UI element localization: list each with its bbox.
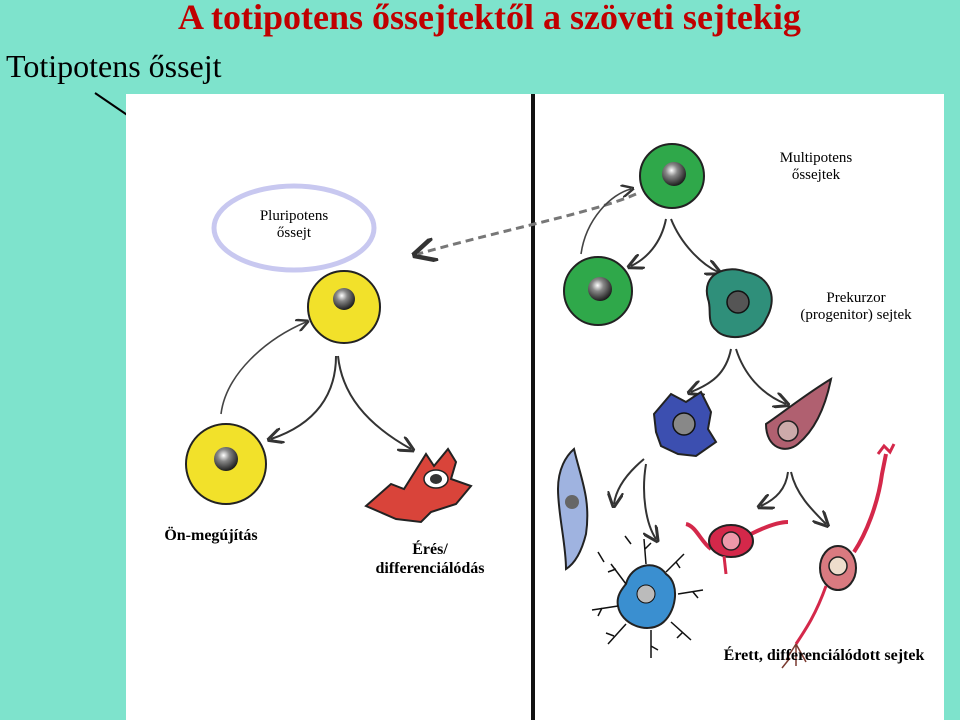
maturation-label-line2: differenciálódás — [375, 560, 485, 577]
self-renewal-label: Ön-megújítás — [164, 527, 258, 544]
multipotent-cell-top — [639, 143, 705, 209]
pluripotent-cell — [307, 270, 381, 344]
astrocyte-cell — [591, 535, 704, 658]
blue-progenitor-cell — [652, 390, 718, 458]
precursor-cell — [705, 268, 773, 338]
totipotent-label: Totipotens őssejt — [6, 48, 222, 84]
multipotent-split-right — [670, 218, 718, 272]
mature-cells-label: Érett, differenciálódott sejtek — [723, 647, 925, 664]
mauve-progenitor-cell — [764, 376, 833, 450]
precursor-label-line2: (progenitor) sejtek — [800, 307, 912, 323]
dashed-return-arrow — [418, 192, 637, 254]
precursor-split-right — [735, 348, 786, 404]
precursor-label-line1: Prekurzor — [826, 290, 886, 306]
slide-title: A totipotens őssejtektől a szöveti sejte… — [178, 0, 801, 37]
self-renewal-cell — [185, 423, 267, 505]
multipotent-label-line2: őssejtek — [791, 167, 841, 183]
pluripotent-highlight — [211, 183, 377, 273]
bipolar-neuron-cell — [685, 520, 789, 575]
blue-split-right — [644, 463, 656, 539]
maturation-label: Érés/ differenciálódás — [360, 540, 500, 578]
pluripotent-label: Pluripotens őssejt — [234, 208, 354, 242]
mauve-split-left — [761, 471, 789, 506]
pluripotent-split-left — [271, 355, 337, 439]
maturation-label-line1: Érés/ — [412, 541, 448, 558]
pluripotent-label-line1: Pluripotens — [259, 208, 329, 224]
multipotent-cell-renewed — [563, 256, 633, 326]
multipotent-label-line1: Multipotens — [779, 150, 853, 166]
self-renewal-arrow — [220, 322, 306, 415]
multipotent-renewal-arrow — [580, 189, 631, 255]
diagram-panel: Multipotens őssejtek Pluripotens őssejt … — [126, 94, 944, 720]
spindle-cell — [556, 447, 589, 571]
pluripotent-label-line2: őssejt — [276, 225, 312, 241]
neuron-cell — [781, 443, 896, 669]
multipotent-split-left — [631, 218, 667, 266]
fibroblast-cell — [364, 447, 473, 524]
pluripotent-split-right — [337, 355, 411, 449]
mauve-split-right — [790, 471, 826, 524]
multipotent-label: Multipotens őssejtek — [746, 150, 886, 184]
precursor-split-left — [691, 348, 732, 392]
precursor-label: Prekurzor (progenitor) sejtek — [776, 290, 936, 324]
blue-split-left — [614, 458, 645, 504]
